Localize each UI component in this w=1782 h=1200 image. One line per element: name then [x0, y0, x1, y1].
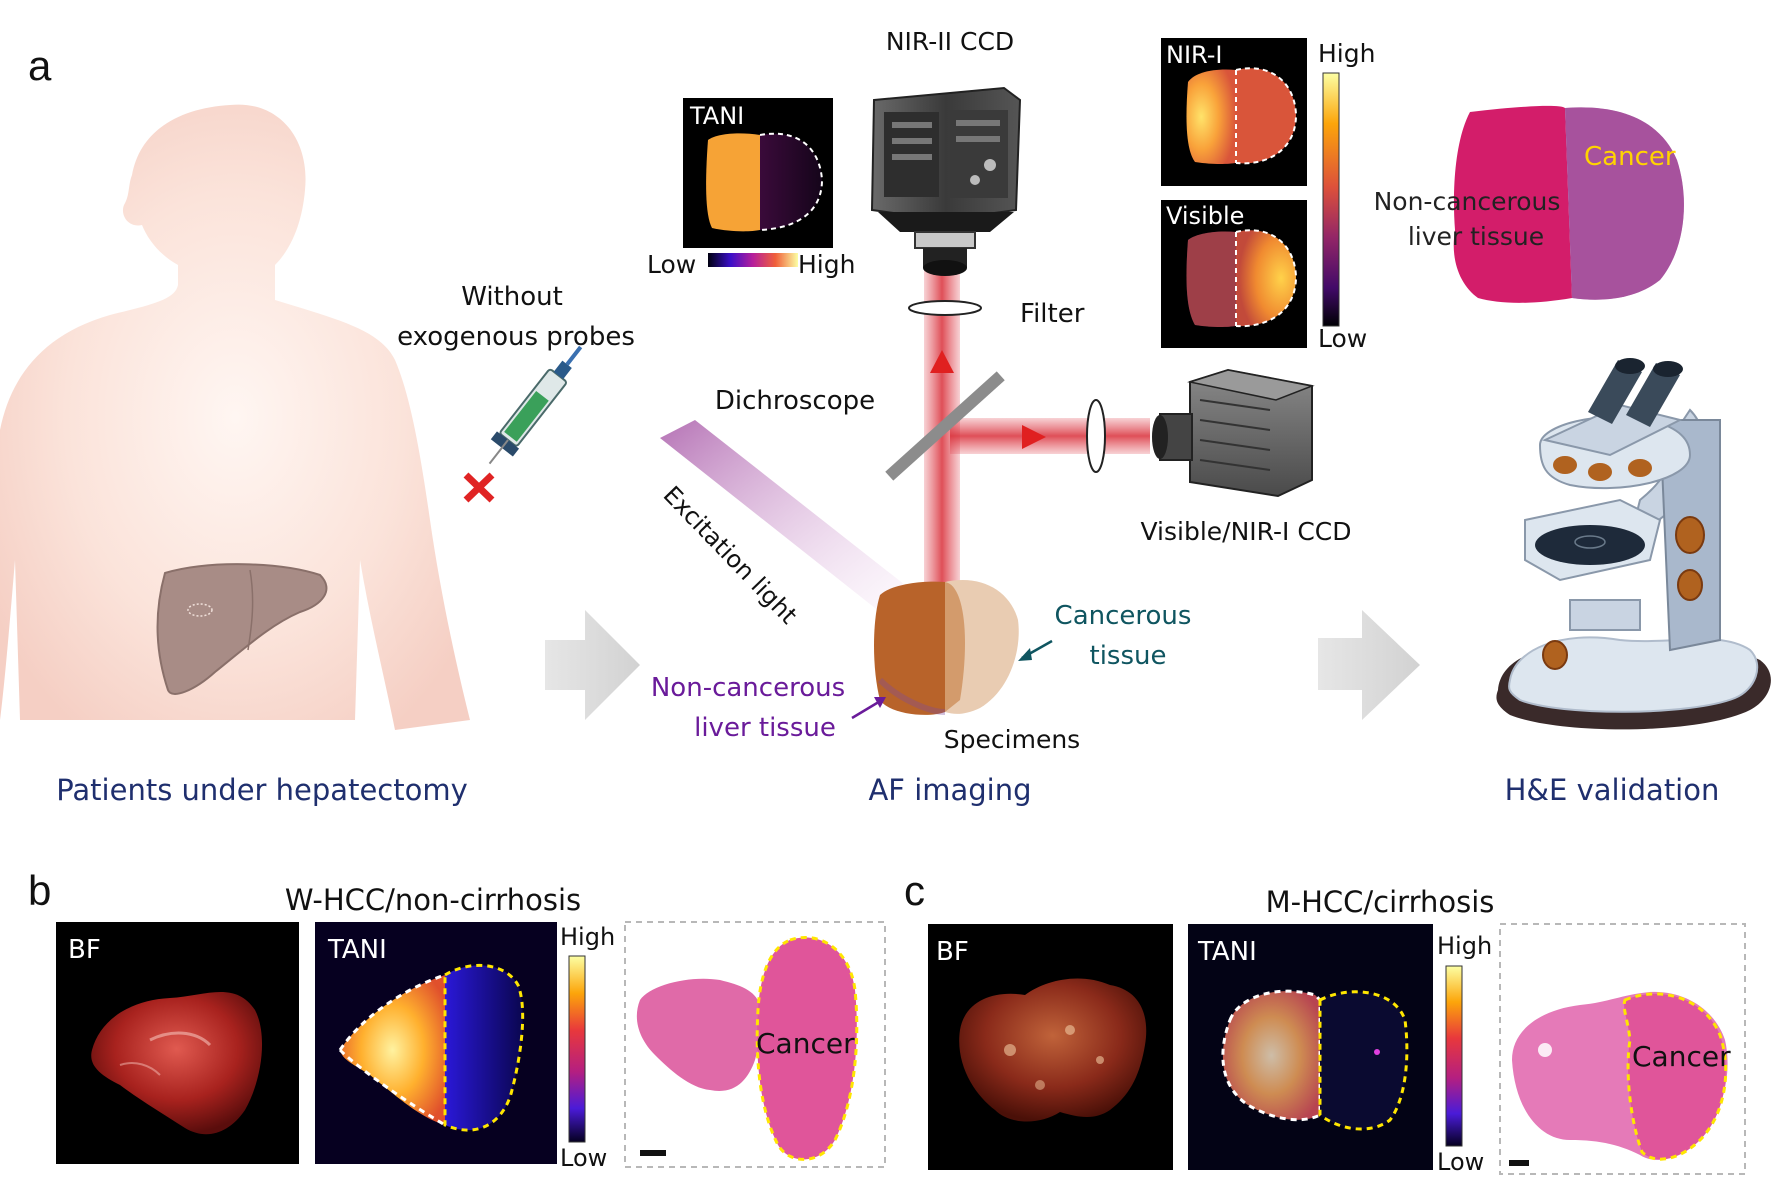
human-body-icon [0, 104, 470, 730]
noncancerous-label-line1: Non-cancerous [651, 673, 845, 703]
panel-b-cancer-label: Cancer [756, 1027, 855, 1060]
beam-arrow-right [1022, 425, 1046, 449]
panel-b-tani-image [315, 922, 557, 1164]
dichroscope-label: Dichroscope [715, 386, 875, 416]
nir1-label: NIR-I [1166, 41, 1222, 69]
cancerous-label-line1: Cancerous [1055, 601, 1192, 631]
panel-c-bf-image [928, 924, 1173, 1170]
syringe-icon [488, 345, 583, 465]
flow-arrow-1 [545, 610, 640, 720]
panel-c-high: High [1437, 932, 1492, 960]
panel-c-low: Low [1437, 1148, 1484, 1176]
nir2-camera-icon [870, 86, 1022, 276]
panel-b-colorbar [568, 955, 586, 1143]
patients-label: Patients under hepatectomy [56, 773, 468, 807]
panel-b-bf-label: BF [68, 935, 101, 965]
panel-b-he-image [624, 921, 886, 1168]
panel-c-colorbar [1445, 965, 1463, 1147]
visible-camera-icon [1152, 368, 1315, 498]
panel-c-tani-label: TANI [1197, 937, 1257, 967]
he-cancer-label: Cancer [1584, 142, 1676, 172]
excitation-beam [660, 420, 905, 612]
panel-c-label: c [904, 867, 925, 914]
nir-colorbar-high: High [1318, 39, 1375, 68]
panel-b-low: Low [560, 1144, 607, 1172]
nir1-inset-image [1161, 38, 1307, 186]
microscope-icon [1496, 358, 1771, 730]
he-validation-label: H&E validation [1505, 773, 1720, 807]
panel-c-he-image [1499, 923, 1746, 1175]
tani-high-label: High [798, 250, 855, 279]
tani-low-label: Low [647, 250, 696, 279]
tani-inset-image [683, 98, 833, 248]
panel-b-high: High [560, 923, 615, 951]
specimens-label: Specimens [944, 725, 1080, 754]
flow-arrow-2 [1318, 610, 1420, 720]
he-section-image [1453, 105, 1684, 303]
he-noncancer-line1: Non-cancerous [1374, 187, 1561, 216]
panel-c-bf-label: BF [936, 937, 969, 967]
nir2-ccd-label: NIR-II CCD [886, 27, 1014, 56]
dichroscope-mirror [885, 371, 1005, 481]
noncancerous-pointer [851, 698, 883, 720]
specimen-icon [874, 579, 1019, 715]
filter-lens [908, 300, 982, 316]
cross-mark-icon [463, 472, 495, 503]
emission-beam-horizontal [950, 418, 1150, 454]
panel-a-label: a [28, 42, 52, 89]
panel-b-tani-label: TANI [327, 935, 387, 965]
panel-c-tani-image [1188, 924, 1433, 1170]
visible-lens [1086, 399, 1106, 473]
panel-c-cancer-label: Cancer [1632, 1040, 1731, 1073]
beam-arrow-up [930, 350, 954, 373]
visible-inset-image [1161, 200, 1307, 348]
noncancerous-label-line2: liver tissue [694, 713, 836, 743]
without-label-line1: Without [461, 282, 563, 312]
cancerous-label-line2: tissue [1090, 641, 1167, 671]
filter-label: Filter [1020, 299, 1085, 329]
liver-icon [156, 563, 328, 695]
panel-b-title: W-HCC/non-cirrhosis [285, 883, 581, 917]
nir-colorbar-low: Low [1318, 324, 1367, 353]
panel-b-label: b [28, 867, 51, 914]
noncancerous-pointer-head [874, 697, 886, 708]
nir-colorbar [1322, 72, 1340, 327]
without-label-line2: exogenous probes [397, 322, 635, 352]
visible-label: Visible [1166, 202, 1244, 230]
tani-inset-label: TANI [689, 102, 744, 130]
visible-ccd-label: Visible/NIR-I CCD [1140, 517, 1351, 546]
panel-b-bf-image [56, 922, 299, 1164]
af-imaging-label: AF imaging [868, 773, 1031, 807]
tani-colorbar [708, 253, 798, 267]
cancerous-pointer-head [1018, 648, 1032, 661]
panel-c-title: M-HCC/cirrhosis [1266, 885, 1495, 919]
he-noncancer-line2: liver tissue [1408, 222, 1544, 251]
